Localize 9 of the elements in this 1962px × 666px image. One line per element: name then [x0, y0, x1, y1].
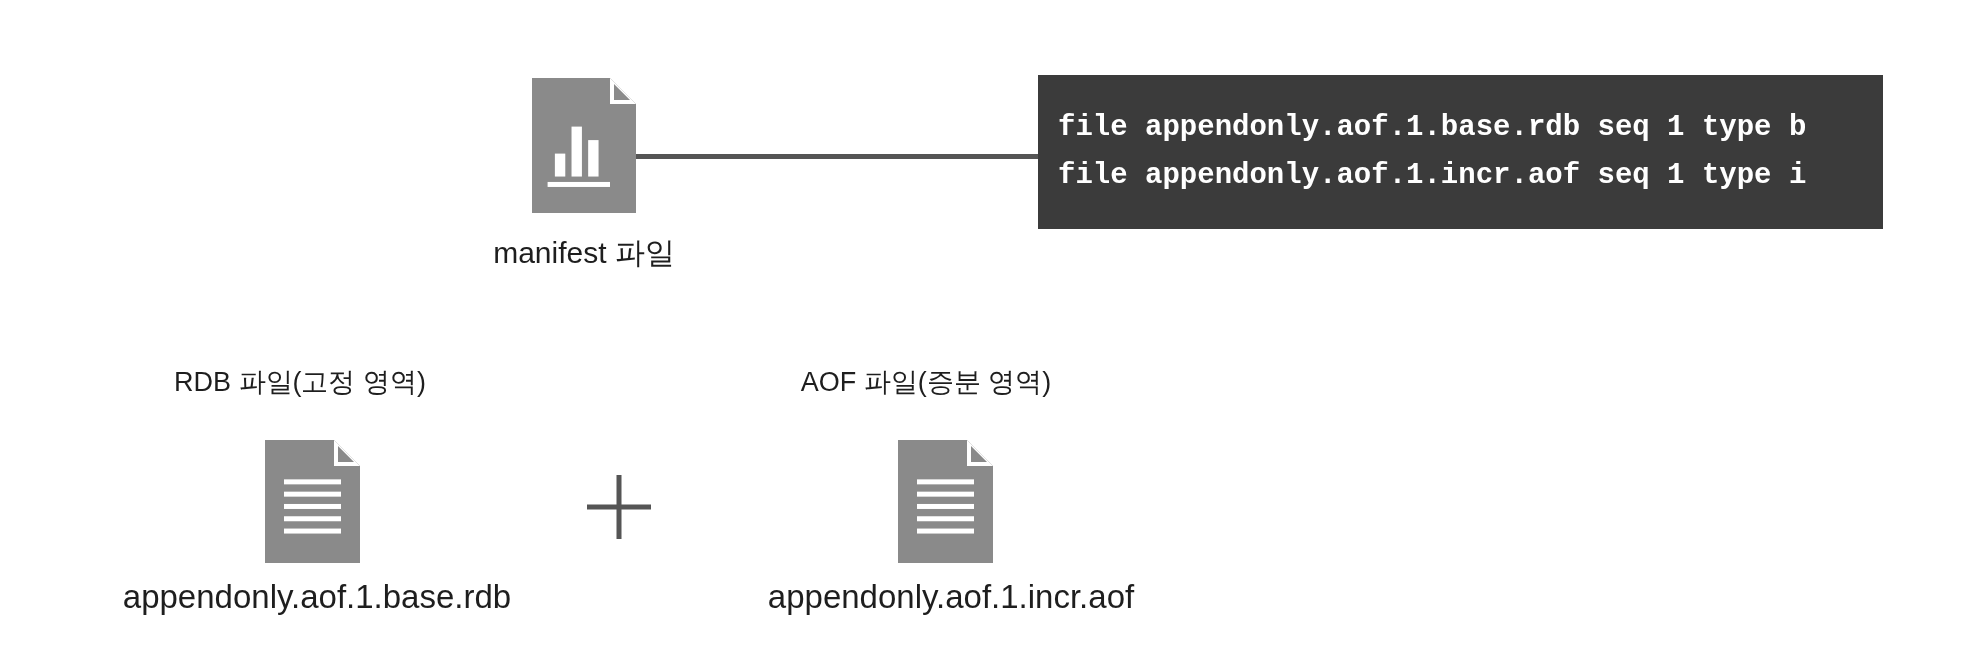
file-caption: manifest 파일 [492, 235, 676, 271]
section-heading: RDB 파일(고정 영역) [173, 366, 427, 399]
connector-line [636, 154, 1038, 160]
section-heading: AOF 파일(증분 영역) [799, 366, 1053, 399]
code-line: file appendonly.aof.1.base.rdb seq 1 type b [1058, 110, 1808, 146]
file-name: appendonly.aof.1.base.rdb [121, 578, 513, 616]
code-line: file appendonly.aof.1.incr.aof seq 1 type i [1058, 158, 1808, 194]
file-name: appendonly.aof.1.incr.aof [766, 578, 1136, 616]
code-panel [1038, 75, 1883, 229]
